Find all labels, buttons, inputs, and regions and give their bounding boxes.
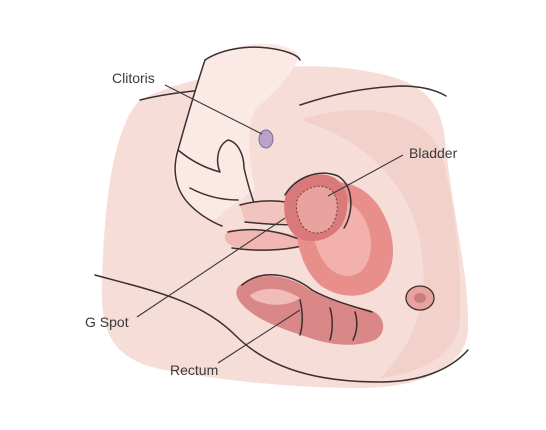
- bladder-outline: [284, 172, 352, 229]
- back-contour: [299, 85, 447, 106]
- label-g-spot: G Spot: [85, 314, 129, 330]
- clitoris-shape: [258, 129, 274, 149]
- thigh-contour: [94, 274, 469, 383]
- label-clitoris: Clitoris: [112, 70, 155, 86]
- hand-outline: [174, 46, 301, 227]
- bladder-leader: [327, 154, 404, 197]
- vaginal-canal: [224, 229, 310, 250]
- g-spot-leader: [136, 217, 286, 318]
- hand: [172, 43, 300, 221]
- rectum-highlight: [250, 288, 300, 305]
- label-rectum: Rectum: [170, 362, 218, 378]
- anus-inner: [414, 293, 426, 303]
- pelvis-shade: [300, 110, 461, 378]
- bladder-inner: [295, 185, 338, 234]
- rectum-leader: [217, 309, 301, 364]
- clitoris-leader: [164, 84, 263, 135]
- label-bladder: Bladder: [409, 145, 458, 161]
- rectum-segments: [241, 274, 373, 341]
